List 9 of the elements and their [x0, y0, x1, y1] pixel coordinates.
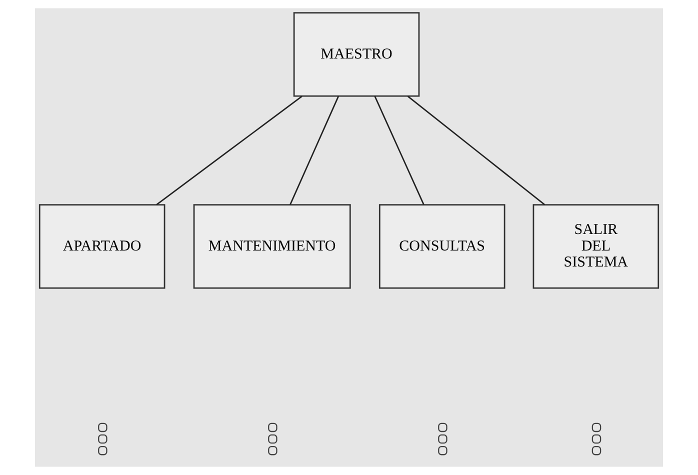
connector: [374, 96, 424, 205]
connector: [407, 96, 546, 206]
connector: [290, 96, 340, 205]
node-box: CONSULTAS: [378, 204, 506, 289]
connector: [156, 96, 302, 206]
node-box: MAESTRO: [293, 12, 420, 97]
node-box: SALIR DEL SISTEMA: [532, 204, 660, 289]
node-box: APARTADO: [38, 204, 166, 289]
node-box: MANTENIMIENTO: [193, 204, 351, 289]
